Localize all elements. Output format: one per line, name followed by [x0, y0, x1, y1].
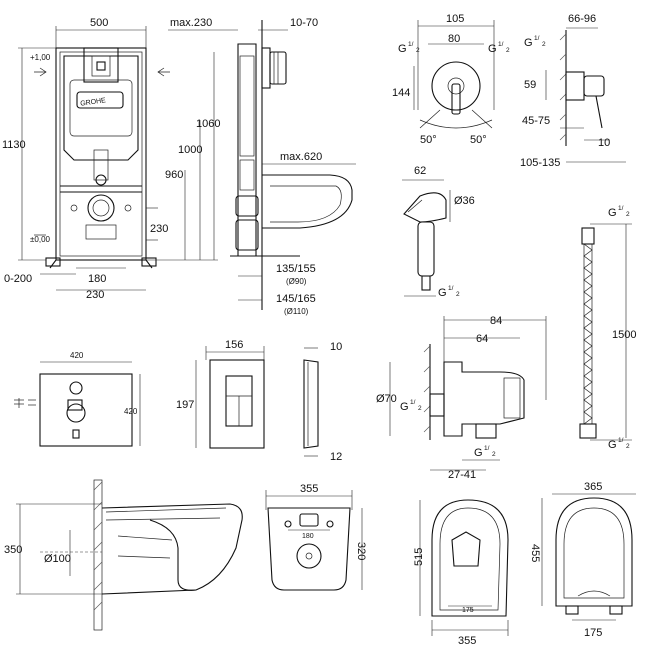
panel-dim-420-height: 420 — [124, 407, 138, 416]
level-zero: ±0,00 — [30, 235, 51, 244]
elbow-g-left: G — [400, 401, 409, 413]
dim-135-155: 135/155 — [276, 263, 316, 275]
sprayer-g: G — [438, 287, 447, 299]
panel-dim-420-width: 420 — [70, 351, 84, 360]
plate-dim-156: 156 — [225, 339, 243, 351]
dim-diameter-90: (Ø90) — [286, 277, 307, 286]
toilet-seat: 365 175 455 — [529, 481, 636, 639]
sprayer-dim-36: Ø36 — [454, 195, 475, 207]
elbow-dim-27-41: 27-41 — [448, 469, 476, 481]
dim-960: 960 — [165, 169, 183, 181]
installation-frame-side-view: max.230 10-70 max.620 135/155 (Ø90) 145/… — [168, 17, 356, 316]
hose-length-1500: 1500 — [612, 329, 636, 341]
hose-g-bottom-den: 2 — [626, 443, 630, 450]
shower-hose: G 1/ 2 1500 G 1/ 2 — [579, 205, 636, 451]
sprayer-g-frac: 1/ — [448, 285, 454, 292]
bowl-back-dim-320: 320 — [355, 542, 367, 560]
mixer-side-66-96: 66-96 — [568, 13, 596, 25]
mixer-front-view: 105 80 G 1/ 2 G 1/ 2 144 50° 50° — [392, 13, 510, 146]
mixer-g-right: G — [488, 43, 497, 55]
hose-g-bottom-frac: 1/ — [618, 437, 624, 444]
mixer-side-45-75: 45-75 — [522, 115, 550, 127]
sprayer-dim-62: 62 — [414, 165, 426, 177]
elbow-dim-84: 84 — [490, 315, 502, 327]
mixer-angle-left: 50° — [420, 134, 437, 146]
hose-g-top: G — [608, 207, 617, 219]
mixer-g-right-den: 2 — [506, 47, 510, 54]
plate-dim-12: 12 — [330, 451, 342, 463]
mixer-side-59: 59 — [524, 79, 536, 91]
dim-500: 500 — [90, 17, 108, 29]
toilet-bowl-top-view: 175 515 355 — [413, 499, 509, 647]
seat-dim-365: 365 — [584, 481, 602, 493]
elbow-dim-64: 64 — [476, 333, 488, 345]
bowl-back-dim-355: 355 — [300, 483, 318, 495]
mixer-g-left-den: 2 — [416, 47, 420, 54]
dim-145-165: 145/165 — [276, 293, 316, 305]
mixer-side-g-den: 2 — [542, 41, 546, 48]
dim-0-200: 0-200 — [4, 273, 32, 285]
dim-max-620: max.620 — [280, 151, 322, 163]
grohe-logo-text: GROHE — [80, 97, 107, 108]
mixer-g-left: G — [398, 43, 407, 55]
elbow-g-bottom-frac: 1/ — [484, 445, 490, 452]
seat-dim-455: 455 — [529, 544, 541, 562]
bowl-side-dim-350: 350 — [4, 544, 22, 556]
wall-elbow-outlet: 84 64 Ø70 G 1/ 2 G 1/ 2 27-41 — [376, 315, 547, 481]
mixer-side-10: 10 — [598, 137, 610, 149]
elbow-g-bottom-den: 2 — [492, 451, 496, 458]
hose-g-top-frac: 1/ — [618, 205, 624, 212]
mixer-dim-144: 144 — [392, 87, 410, 99]
mixer-side-105-135: 105-135 — [520, 157, 560, 169]
dim-10-70: 10-70 — [290, 17, 318, 29]
dim-diameter-110: (Ø110) — [284, 307, 309, 316]
mixer-g-right-frac: 1/ — [498, 41, 504, 48]
hand-sprayer: 62 Ø36 G 1/ 2 — [402, 165, 475, 299]
mixer-side-g-frac: 1/ — [534, 35, 540, 42]
installation-frame-front-view: GROHE 500 1130 +1,00 ±0,00 — [2, 17, 220, 301]
bowl-top-dim-175: 175 — [462, 607, 474, 614]
dim-max-230: max.230 — [170, 17, 212, 29]
dim-1000: 1000 — [178, 144, 202, 156]
dim-1130: 1130 — [2, 139, 26, 151]
seat-dim-175: 175 — [584, 627, 602, 639]
level-plus-1: +1,00 — [30, 53, 51, 62]
toilet-bowl-back-view: 355 180 320 — [265, 483, 367, 591]
mixer-side-g: G — [524, 37, 533, 49]
elbow-g-bottom: G — [474, 447, 483, 459]
elbow-g-left-den: 2 — [418, 405, 422, 412]
dim-180: 180 — [88, 273, 106, 285]
bowl-back-dim-180: 180 — [302, 533, 314, 540]
elbow-g-left-frac: 1/ — [410, 399, 416, 406]
plate-dim-10: 10 — [330, 341, 342, 353]
toilet-bowl-side-view: Ø100 350 — [4, 479, 243, 631]
hose-g-top-den: 2 — [626, 211, 630, 218]
hose-g-bottom: G — [608, 439, 617, 451]
mixer-dim-105: 105 — [446, 13, 464, 25]
bowl-top-dim-355: 355 — [458, 635, 476, 647]
mixer-angle-right: 50° — [470, 134, 487, 146]
dim-230-right: 230 — [150, 223, 168, 235]
plate-dim-197: 197 — [176, 399, 194, 411]
insulation-panel: 420 420 — [14, 351, 141, 447]
bowl-top-dim-515: 515 — [413, 548, 425, 566]
sprayer-g-den: 2 — [456, 291, 460, 298]
mixer-side-view: 66-96 G 1/ 2 59 45-75 10 105-135 — [520, 13, 626, 169]
elbow-dim-70: Ø70 — [376, 393, 397, 405]
bowl-side-dim-100: Ø100 — [44, 553, 71, 565]
mixer-g-left-frac: 1/ — [408, 41, 414, 48]
mixer-dim-80: 80 — [448, 33, 460, 45]
flush-plate: 156 197 10 12 — [176, 339, 342, 463]
dim-230-bottom: 230 — [86, 289, 104, 301]
dim-1060: 1060 — [196, 118, 220, 130]
